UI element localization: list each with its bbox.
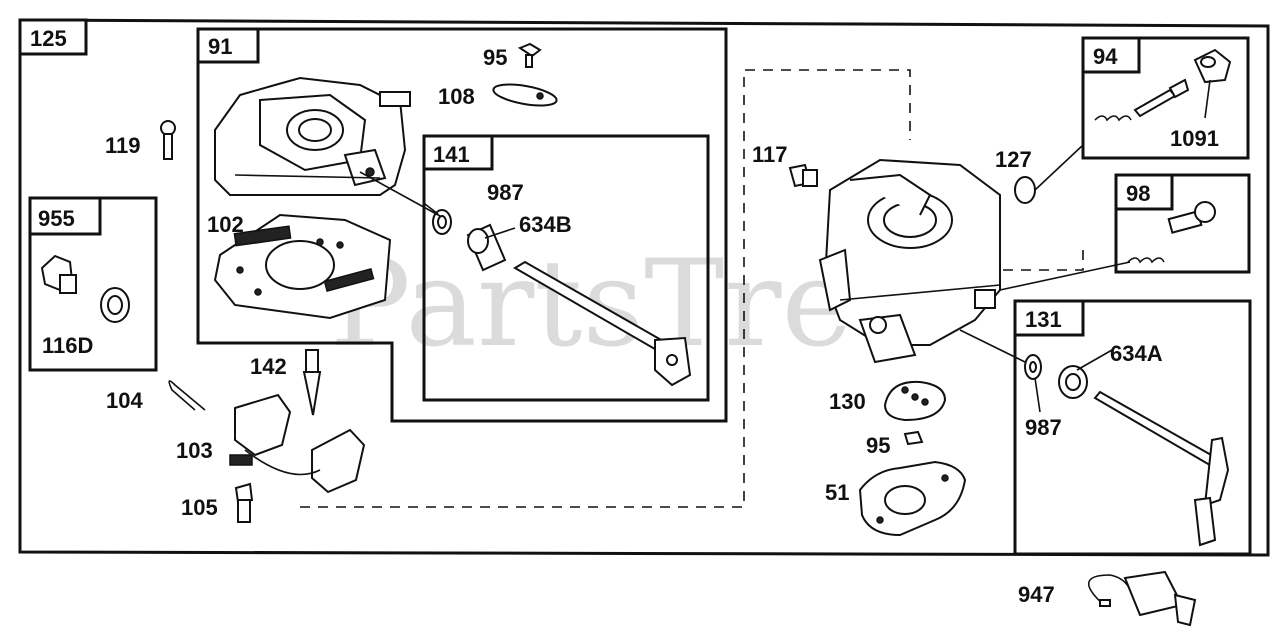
label-947[interactable]: 947 <box>1018 582 1055 607</box>
plate-108-part[interactable] <box>492 81 558 110</box>
choke-shaft-part[interactable] <box>513 260 692 387</box>
float-103-part[interactable] <box>229 393 366 494</box>
group-98-frame: 98 <box>1114 173 1251 274</box>
label-1091[interactable]: 1091 <box>1170 126 1219 151</box>
group-label-141[interactable]: 141 <box>433 142 470 167</box>
label-95-bottom[interactable]: 95 <box>866 433 890 458</box>
dashed-connectors <box>300 69 1084 508</box>
label-102[interactable]: 102 <box>207 212 244 237</box>
plug-117-part[interactable] <box>788 163 818 188</box>
group-label-91[interactable]: 91 <box>208 34 232 59</box>
label-634B[interactable]: 634B <box>519 212 572 237</box>
group-label-125[interactable]: 125 <box>30 26 67 51</box>
idle-speed-screw-part[interactable] <box>1167 201 1216 234</box>
label-117[interactable]: 117 <box>752 142 788 167</box>
washer-116D-part[interactable] <box>100 287 130 323</box>
throttle-shaft-part[interactable] <box>1093 390 1230 547</box>
carburetor-body-part[interactable] <box>818 158 1001 364</box>
group-141-frame: 141 <box>422 134 710 402</box>
label-127[interactable]: 127 <box>995 147 1032 172</box>
label-116D[interactable]: 116D <box>42 333 93 358</box>
label-130[interactable]: 130 <box>829 389 866 414</box>
label-987-throttle[interactable]: 987 <box>1025 415 1062 440</box>
float-pin-104-part[interactable] <box>168 380 206 411</box>
label-142[interactable]: 142 <box>250 354 287 379</box>
group-94-frame: 94 <box>1081 36 1250 160</box>
part-labels: 95 108 119 102 987 634B 116D 142 104 103… <box>42 45 1219 607</box>
carburetor-cover-part[interactable] <box>214 76 411 196</box>
group-91-frame: 91 <box>196 27 728 423</box>
group-125-frame: 125 <box>18 18 1270 557</box>
label-51[interactable]: 51 <box>825 480 849 505</box>
bushing-634A-part[interactable] <box>1058 365 1088 399</box>
label-634A[interactable]: 634A <box>1110 341 1163 366</box>
welch-plug-127-part[interactable] <box>1014 144 1084 204</box>
label-119[interactable]: 119 <box>105 133 141 158</box>
leader-lines <box>359 79 1211 413</box>
screw-95-top-part[interactable] <box>517 42 542 68</box>
drain-plug-part[interactable] <box>40 254 77 294</box>
label-105[interactable]: 105 <box>181 495 218 520</box>
fuel-solenoid-947-part[interactable] <box>1087 570 1197 627</box>
jet-105-part[interactable] <box>234 482 254 523</box>
screw-95-bottom-part[interactable] <box>903 430 924 446</box>
group-label-94[interactable]: 94 <box>1093 44 1118 69</box>
label-987-choke[interactable]: 987 <box>487 180 524 205</box>
bushing-634B-part[interactable] <box>466 223 507 272</box>
group-955-frame: 955 <box>28 196 158 372</box>
limiter-cap-1091-part[interactable] <box>1193 48 1232 84</box>
gasket-51-part[interactable] <box>858 460 967 537</box>
idle-speed-spring-part[interactable] <box>1127 257 1165 264</box>
label-103[interactable]: 103 <box>176 438 213 463</box>
group-label-98[interactable]: 98 <box>1126 181 1150 206</box>
seal-987-throttle-part[interactable] <box>1024 354 1042 380</box>
label-104[interactable]: 104 <box>106 388 143 413</box>
idle-mixture-needle-part[interactable] <box>1133 78 1190 118</box>
label-95-top[interactable]: 95 <box>483 45 507 70</box>
screw-119-part[interactable] <box>160 120 176 160</box>
label-108[interactable]: 108 <box>438 84 475 109</box>
group-label-131[interactable]: 131 <box>1025 307 1062 332</box>
throttle-plate-130-part[interactable] <box>883 380 947 422</box>
seal-987-choke-part[interactable] <box>432 209 452 235</box>
group-label-955[interactable]: 955 <box>38 206 75 231</box>
inlet-needle-142-part[interactable] <box>302 349 322 416</box>
gasket-102-part[interactable] <box>213 213 392 320</box>
idle-mixture-spring-part[interactable] <box>1094 115 1132 122</box>
group-131-frame: 131 <box>1013 299 1252 556</box>
